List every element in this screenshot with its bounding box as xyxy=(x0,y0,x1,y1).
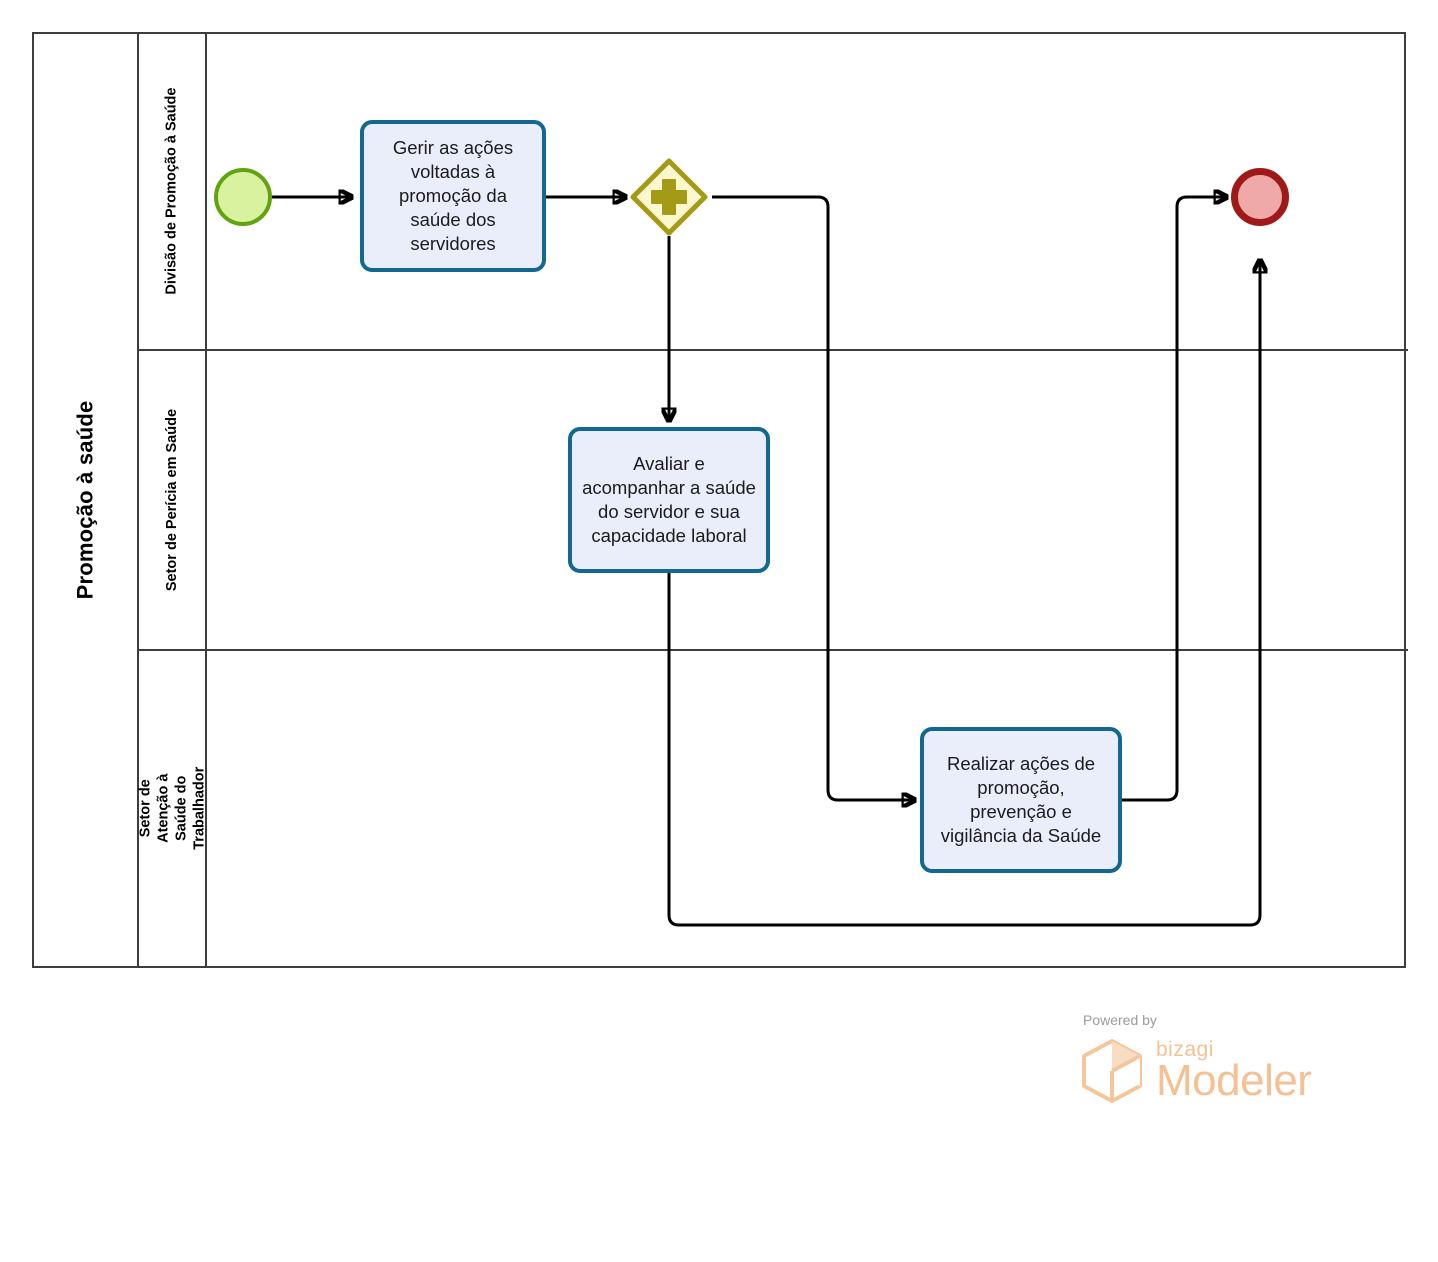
lane-header-pericia: Setor de Perícia em Saúde xyxy=(139,351,207,649)
bizagi-wordmark: bizagi xyxy=(1156,1038,1214,1061)
end-event[interactable] xyxy=(1231,168,1289,226)
start-event[interactable] xyxy=(214,168,272,226)
lane-label-atencao: Setor de Atenção à Saúde do Trabalhador xyxy=(136,767,208,850)
pool-title: Promoção à saúde xyxy=(72,400,98,600)
lane-header-divisao: Divisão de Promoção à Saúde xyxy=(139,34,207,349)
lane-label-pericia: Setor de Perícia em Saúde xyxy=(163,408,180,592)
lane-divisao-de-promocao-a-saude: Divisão de Promoção à Saúde xyxy=(139,34,1408,351)
task-avaliar-acompanhar[interactable]: Avaliar e acompanhar a saúde do servidor… xyxy=(568,427,770,573)
lane-setor-de-pericia-em-saude: Setor de Perícia em Saúde xyxy=(139,351,1408,651)
lane-label-divisao: Divisão de Promoção à Saúde xyxy=(163,87,180,296)
plus-icon xyxy=(651,179,687,215)
bizagi-branding: Powered by bizagi Modeler xyxy=(1078,1012,1338,1105)
modeler-wordmark: Modeler xyxy=(1156,1056,1312,1105)
parallel-gateway[interactable] xyxy=(630,158,708,236)
task-avaliar-acompanhar-label: Avaliar e acompanhar a saúde do servidor… xyxy=(582,452,756,547)
lane-header-atencao: Setor de Atenção à Saúde do Trabalhador xyxy=(136,651,208,966)
task-realizar-acoes-label: Realizar ações de promoção, prevenção e … xyxy=(940,752,1102,847)
bizagi-hexagon-icon xyxy=(1078,1038,1146,1109)
task-gerir-acoes-label: Gerir as ações voltadas à promoção da sa… xyxy=(392,136,514,255)
task-realizar-acoes[interactable]: Realizar ações de promoção, prevenção e … xyxy=(920,727,1122,873)
powered-by-label: Powered by xyxy=(1083,1012,1157,1028)
pool-header: Promoção à saúde xyxy=(34,34,139,966)
task-gerir-acoes[interactable]: Gerir as ações voltadas à promoção da sa… xyxy=(360,120,546,272)
lane-setor-de-atencao-a-saude-do-trabalhador: Setor de Atenção à Saúde do Trabalhador xyxy=(136,651,1408,966)
